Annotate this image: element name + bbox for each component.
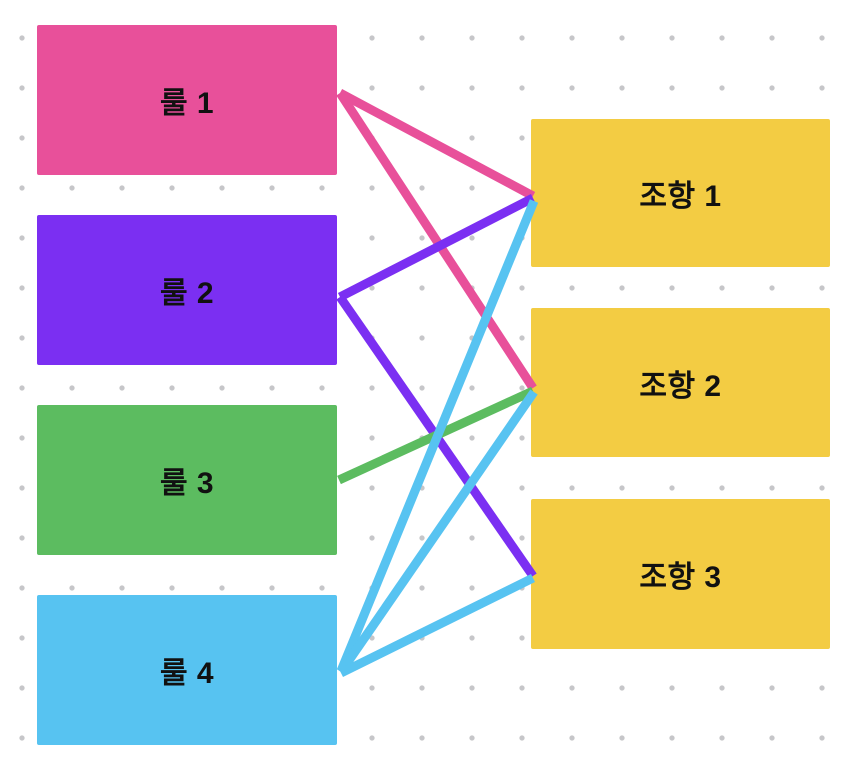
node-rule-3[interactable]: 룰 3 — [37, 405, 337, 555]
node-rule-4[interactable]: 룰 4 — [37, 595, 337, 745]
node-rule-1[interactable]: 룰 1 — [37, 25, 337, 175]
edge-rule-2-to-clause-1[interactable] — [337, 193, 536, 302]
edge-rule-4-to-clause-1[interactable] — [336, 199, 539, 673]
node-label-rule-1: 룰 1 — [159, 87, 215, 120]
node-rule-2[interactable]: 룰 2 — [37, 215, 337, 365]
node-label-rule-3: 룰 3 — [159, 467, 215, 500]
node-label-clause-3: 조항 3 — [639, 561, 722, 594]
edge-rule-4-to-clause-2[interactable] — [337, 389, 538, 675]
node-label-rule-2: 룰 2 — [159, 277, 215, 310]
edge-rule-1-to-clause-2[interactable] — [336, 90, 537, 391]
node-label-rule-4: 룰 4 — [159, 657, 215, 690]
edge-rule-1-to-clause-1[interactable] — [337, 89, 536, 200]
node-label-clause-1: 조항 1 — [639, 180, 722, 213]
node-clause-3[interactable]: 조항 3 — [531, 499, 830, 649]
node-label-clause-2: 조항 2 — [639, 369, 722, 403]
node-clause-1[interactable]: 조항 1 — [531, 119, 830, 267]
edge-rule-4-to-clause-3[interactable] — [339, 573, 535, 678]
node-clause-2[interactable]: 조항 2 — [531, 308, 830, 457]
